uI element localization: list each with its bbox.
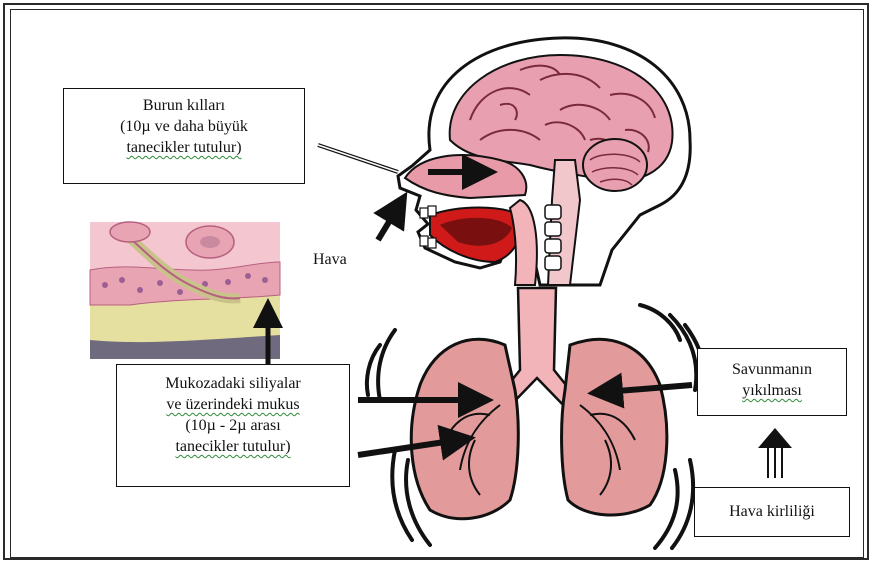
- cilia-line-1: Mukozadaki siliyalar: [117, 373, 349, 394]
- nose-hair-pointer: [318, 145, 398, 172]
- lungs: [367, 288, 704, 548]
- nose-hair-label-box: Burun kılları (10µ ve daha büyük tanecik…: [63, 88, 305, 184]
- cilia-label-box: Mukozadaki siliyalar ve üzerindeki mukus…: [116, 364, 350, 487]
- cilia-line-3: (10µ - 2µ arası: [117, 415, 349, 436]
- pollution-up-arrow: [758, 428, 792, 478]
- cilia-line-2: ve üzerindeki mukus: [117, 394, 349, 415]
- defense-label-box: Savunmanın yıkılması: [697, 348, 847, 416]
- nose-hair-line-2: (10µ ve daha büyük: [64, 116, 304, 137]
- nose-hair-line-3: tanecikler tutulur): [64, 137, 304, 158]
- pollution-label-box: Hava kirliliği: [694, 487, 850, 537]
- pollution-label: Hava kirliliği: [695, 501, 849, 522]
- cilia-line-4: tanecikler tutulur): [117, 436, 349, 457]
- head-cross-section: [398, 38, 690, 285]
- mucosa-micrograph: [90, 222, 280, 359]
- nose-hair-line-1: Burun kılları: [64, 95, 304, 116]
- defense-line-1: Savunmanın: [698, 359, 846, 380]
- hava-arrow: [378, 207, 398, 240]
- defense-line-2: yıkılması: [698, 380, 846, 401]
- air-label: Hava: [313, 251, 347, 269]
